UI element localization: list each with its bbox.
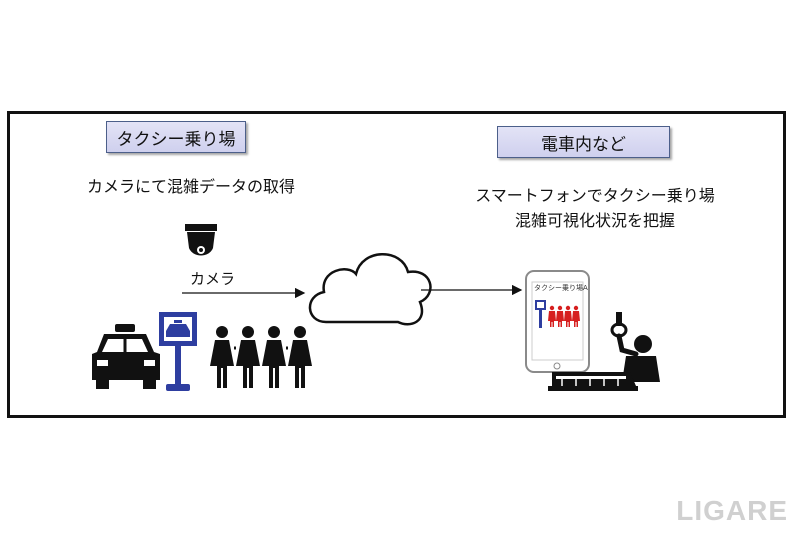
train-header-text: 電車内など bbox=[541, 134, 626, 155]
security-camera-icon bbox=[185, 224, 217, 256]
diagram-frame bbox=[7, 111, 786, 418]
taxi-stand-header-text: タクシー乗り場 bbox=[116, 129, 236, 150]
person-icon bbox=[210, 326, 234, 388]
taxi-stand-sign-icon bbox=[159, 312, 197, 391]
taxi-icon bbox=[92, 324, 160, 389]
camera-caption: カメラにて混雑データの取得 bbox=[87, 177, 296, 196]
ligare-watermark: LIGARE bbox=[676, 495, 788, 526]
smartphone-icon: タクシー乗り場A bbox=[525, 270, 590, 373]
person-icon bbox=[236, 326, 260, 388]
camera-label: カメラ bbox=[190, 270, 235, 288]
smartphone-caption-line1: スマートフォンでタクシー乗り場 bbox=[475, 186, 715, 205]
person-icon bbox=[262, 326, 286, 388]
train-passenger-icon bbox=[548, 312, 660, 391]
waiting-crowd-icon bbox=[210, 326, 312, 388]
train-header: 電車内など bbox=[497, 126, 670, 158]
taxi-stand-header: タクシー乗り場 bbox=[106, 121, 246, 153]
phone-screen-title: タクシー乗り場A bbox=[534, 283, 588, 292]
person-icon bbox=[288, 326, 312, 388]
smartphone-caption-line2: 混雑可視化状況を把握 bbox=[514, 211, 675, 230]
cloud-icon bbox=[308, 253, 432, 326]
